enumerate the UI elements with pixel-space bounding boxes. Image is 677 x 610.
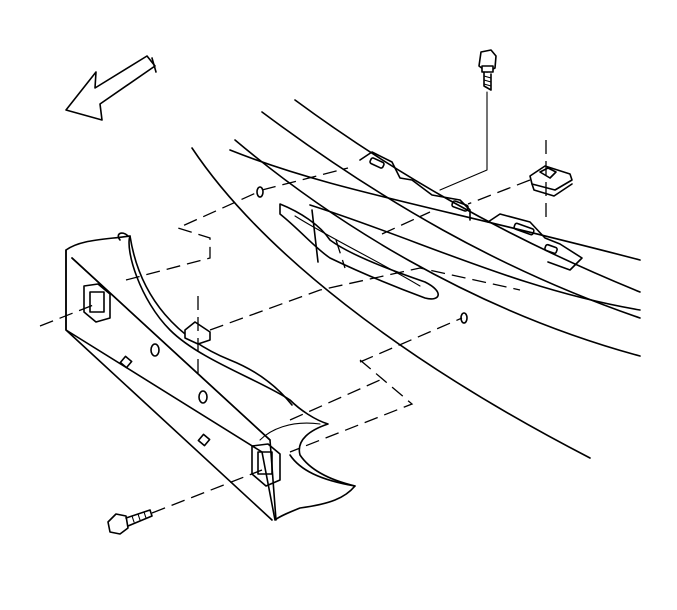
front-fascia-outline	[191, 99, 641, 459]
direction-arrow-icon	[65, 55, 158, 121]
bolt-icon	[439, 49, 497, 191]
push-pin-retainer-icon	[184, 296, 211, 380]
clip-nut-icon	[467, 140, 573, 218]
impact-bar	[229, 149, 641, 311]
bolt-icon	[107, 469, 263, 535]
assembly-guide-lines	[39, 167, 521, 453]
bumper-bracket	[65, 232, 356, 521]
